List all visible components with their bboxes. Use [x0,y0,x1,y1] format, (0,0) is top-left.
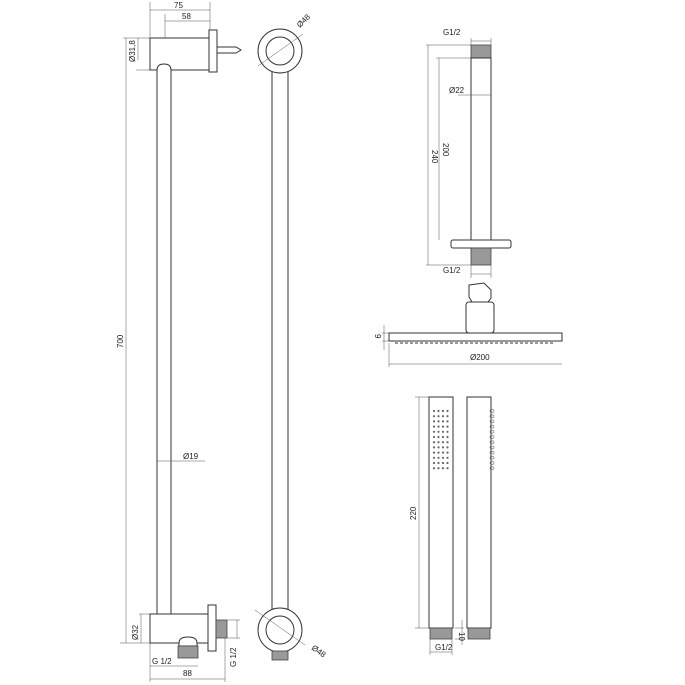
dim-75: 75 [174,1,183,10]
top-flange [208,29,218,73]
nozzle-side [489,440,495,444]
nozzle-dot [441,430,445,433]
dim-side-thread: G 1/2 [229,647,238,667]
nozzle-dot [446,451,449,454]
dim-240: 240 [430,150,439,164]
nozzle-dot [437,425,440,428]
hand-shower-view: 220 10 G1/2 [409,396,495,655]
nozzle-dot [446,456,449,459]
nozzle-side [489,445,495,450]
dim-58: 58 [182,12,191,21]
dim-head-diameter: Ø200 [470,353,490,362]
nozzle-dot [446,467,449,470]
nozzle-dot [441,456,445,459]
nozzle-dot [432,430,436,433]
nozzle-dot [437,451,440,454]
nozzle-dot [437,435,440,439]
bottom-thread [177,645,199,659]
dim-top-ring: Ø48 [295,12,312,29]
dim-200: 200 [441,143,450,157]
dim-arm-bottom-thread: G1/2 [443,266,461,275]
nozzle-side [489,456,495,460]
nozzle-dot [446,446,449,449]
nozzle-side [489,461,495,465]
shower-head-view: 9 Ø200 [373,282,563,367]
nozzle-dot [437,430,440,433]
rail-front-view: Ø48 Ø48 [254,12,328,661]
nozzle-dot [432,441,436,444]
nozzle-dot [437,461,440,465]
nozzle-dot [437,467,440,470]
dim-700: 700 [116,334,125,348]
dim-hand-length: 220 [409,506,418,520]
nozzle-side [489,414,495,418]
dim-bottom-ring: Ø48 [310,643,328,659]
nozzle-dot [437,456,440,459]
nozzle-side [489,466,495,470]
bottom-bracket [149,613,210,644]
nozzle-dot [441,467,445,470]
nozzle-dot [437,409,440,413]
nozzle-dot [437,441,440,444]
side-thread [215,619,228,639]
nozzle-dot [441,420,445,423]
nozzle-dot [441,441,445,444]
dim-bottom-diameter: Ø32 [131,624,140,640]
nozzle-dot [432,456,436,459]
dim-tube-diameter: Ø19 [183,452,199,461]
nozzle-dot [446,415,449,418]
wall-pin [217,46,242,54]
nozzle-dot [432,467,436,470]
nozzle-dot [441,451,445,454]
nozzle-dot [432,420,436,423]
nozzle-dot [446,430,449,433]
nozzle-dot [441,425,445,428]
nozzle-dot [441,415,445,418]
nozzle-dot [432,415,436,418]
dim-head-thickness: 9 [373,334,382,339]
nozzle-dot [437,415,440,418]
nozzle-dot [432,409,436,413]
nozzle-side [489,430,495,434]
dim-hand-thread: G1/2 [435,643,453,652]
nozzle-dot [446,409,449,413]
dim-arm-top-thread: G1/2 [443,28,461,37]
nozzle-dot [437,420,440,423]
rail-side-view: 75 58 Ø31,8 700 Ø19 Ø32 G 1/2 88 G 1/2 [116,1,242,682]
nozzle-dot [446,435,449,439]
nozzle-dot [441,461,445,465]
nozzle-side [489,424,495,429]
nozzle-dot [446,425,449,428]
shower-arm-view: G1/2 Ø22 200 240 G1/2 [426,28,512,278]
nozzle-dot [432,461,436,465]
nozzle-side [489,409,495,413]
nozzle-dot [441,435,445,439]
nozzle-dot [432,425,436,428]
nozzle-dot [446,420,449,423]
nozzle-dot [441,409,445,413]
rail-tube [156,63,172,619]
dim-hand-thread-length: 10 [457,632,466,641]
nozzle-dot [446,461,449,465]
nozzle-dot [441,446,445,449]
nozzle-dot [437,446,440,449]
dim-88: 88 [183,669,192,678]
nozzle-dot [432,451,436,454]
nozzle-dot [432,435,436,439]
nozzle-side [489,419,495,424]
dim-top-diameter: Ø31,8 [128,40,137,62]
nozzle-side [489,435,495,439]
nozzle-side [489,450,495,455]
nozzle-dot [446,441,449,444]
nozzle-dot [432,446,436,449]
dim-bottom-thread: G 1/2 [152,657,172,666]
dim-arm-diameter: Ø22 [449,86,465,95]
bottom-flange [207,604,217,652]
